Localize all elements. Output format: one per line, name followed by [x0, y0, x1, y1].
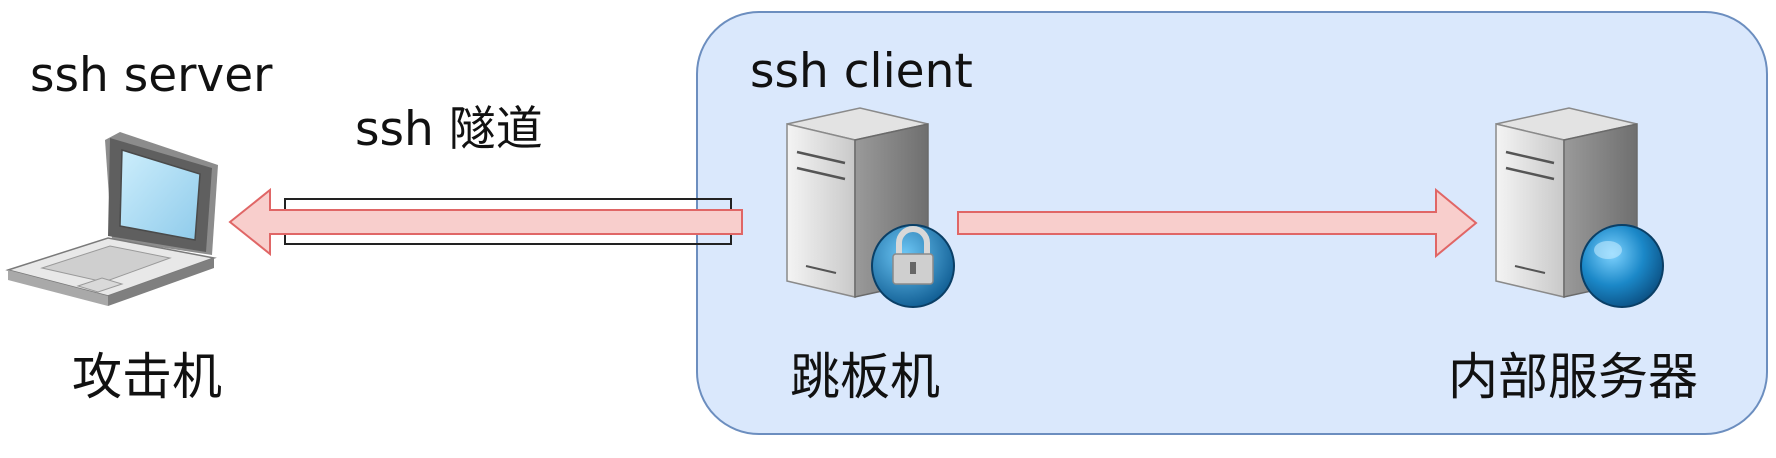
tunnel-arrow-to-attacker	[228, 187, 743, 257]
internal-server-name-label: 内部服务器	[1448, 348, 1698, 406]
ssh-tunnel-label: ssh 隧道	[355, 102, 543, 157]
jump-host-role-label: ssh client	[750, 44, 973, 99]
server-globe-icon	[1495, 107, 1664, 308]
arrow-to-internal-server	[957, 187, 1478, 259]
jump-host-name-label: 跳板机	[790, 348, 940, 406]
laptop-icon	[5, 132, 218, 306]
attacker-role-label: ssh server	[30, 48, 273, 103]
attacker-name-label: 攻击机	[72, 348, 222, 406]
server-lock-icon	[786, 107, 955, 308]
